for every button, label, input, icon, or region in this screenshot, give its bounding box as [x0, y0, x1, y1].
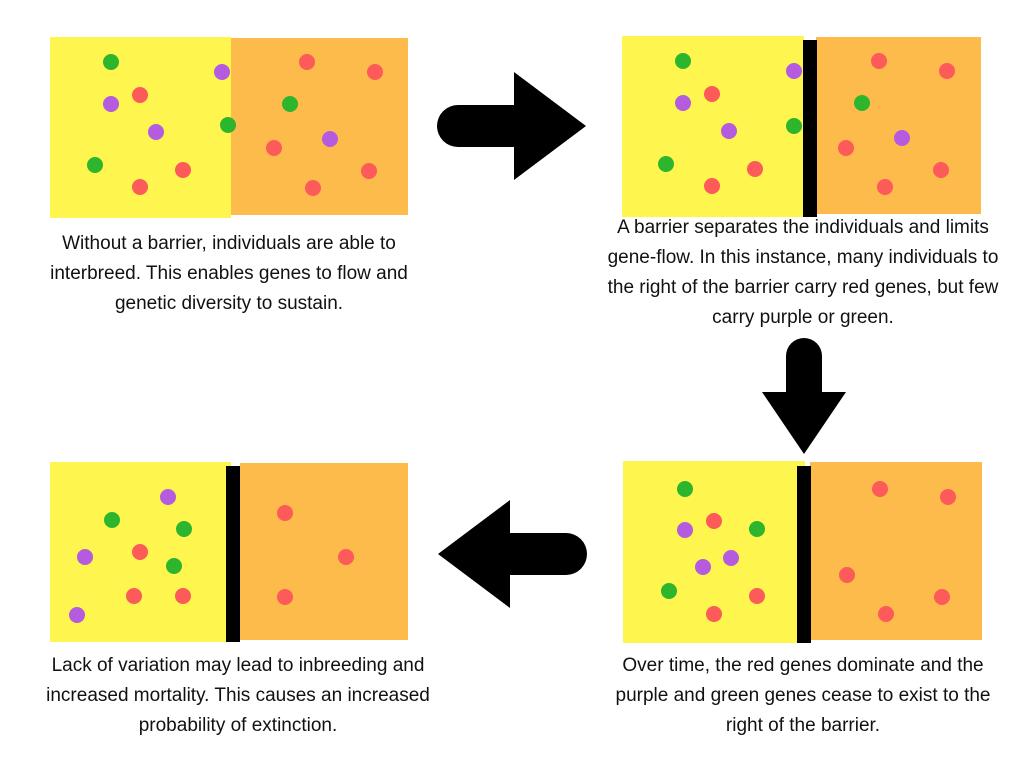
panel-inbreeding	[50, 462, 408, 642]
red-individual	[175, 162, 191, 178]
red-individual	[277, 505, 293, 521]
purple-individual	[677, 522, 693, 538]
red-individual	[747, 161, 763, 177]
red-individual	[933, 162, 949, 178]
green-individual	[166, 558, 182, 574]
green-individual	[661, 583, 677, 599]
red-individual	[706, 606, 722, 622]
green-individual	[749, 521, 765, 537]
arrow-left-icon	[438, 500, 587, 608]
red-individual	[872, 481, 888, 497]
red-individual	[305, 180, 321, 196]
green-individual	[282, 96, 298, 112]
red-individual	[266, 140, 282, 156]
green-individual	[176, 521, 192, 537]
barrier	[803, 40, 817, 217]
panel-barrier-formed	[622, 36, 981, 217]
red-individual	[175, 588, 191, 604]
red-individual	[704, 178, 720, 194]
right-population-zone	[240, 463, 408, 640]
red-individual	[939, 63, 955, 79]
green-individual	[104, 512, 120, 528]
green-individual	[675, 53, 691, 69]
barrier	[226, 466, 240, 642]
panel-red-dominates	[623, 461, 982, 643]
purple-individual	[723, 550, 739, 566]
red-individual	[367, 64, 383, 80]
purple-individual	[148, 124, 164, 140]
panel-inbreeding-caption: Lack of variation may lead to inbreeding…	[46, 655, 430, 736]
red-individual	[940, 489, 956, 505]
green-individual	[220, 117, 236, 133]
red-individual	[878, 606, 894, 622]
green-individual	[103, 54, 119, 70]
red-individual	[704, 86, 720, 102]
purple-individual	[894, 130, 910, 146]
panel-red-dominates-caption: Over time, the red genes dominate and th…	[615, 655, 991, 736]
red-individual	[934, 589, 950, 605]
red-individual	[361, 163, 377, 179]
green-individual	[677, 481, 693, 497]
red-individual	[277, 589, 293, 605]
right-population-zone	[816, 37, 981, 214]
purple-individual	[160, 489, 176, 505]
green-individual	[786, 118, 802, 134]
right-population-zone	[810, 462, 982, 640]
arrow-right-icon	[437, 72, 586, 180]
purple-individual	[214, 64, 230, 80]
red-individual	[871, 53, 887, 69]
red-individual	[132, 544, 148, 560]
purple-individual	[322, 131, 338, 147]
red-individual	[126, 588, 142, 604]
barrier	[797, 466, 811, 643]
red-individual	[838, 140, 854, 156]
red-individual	[877, 179, 893, 195]
purple-individual	[103, 96, 119, 112]
panel-no-barrier-caption: Without a barrier, individuals are able …	[50, 233, 408, 314]
red-individual	[749, 588, 765, 604]
green-individual	[658, 156, 674, 172]
panel-barrier-formed-caption: A barrier separates the individuals and …	[607, 217, 999, 328]
red-individual	[706, 513, 722, 529]
red-individual	[132, 87, 148, 103]
purple-individual	[721, 123, 737, 139]
red-individual	[132, 179, 148, 195]
red-individual	[299, 54, 315, 70]
red-individual	[839, 567, 855, 583]
purple-individual	[77, 549, 93, 565]
green-individual	[87, 157, 103, 173]
purple-individual	[675, 95, 691, 111]
purple-individual	[695, 559, 711, 575]
red-individual	[338, 549, 354, 565]
arrow-down-icon	[762, 338, 846, 454]
green-individual	[854, 95, 870, 111]
panel-no-barrier	[50, 37, 408, 218]
purple-individual	[69, 607, 85, 623]
purple-individual	[786, 63, 802, 79]
